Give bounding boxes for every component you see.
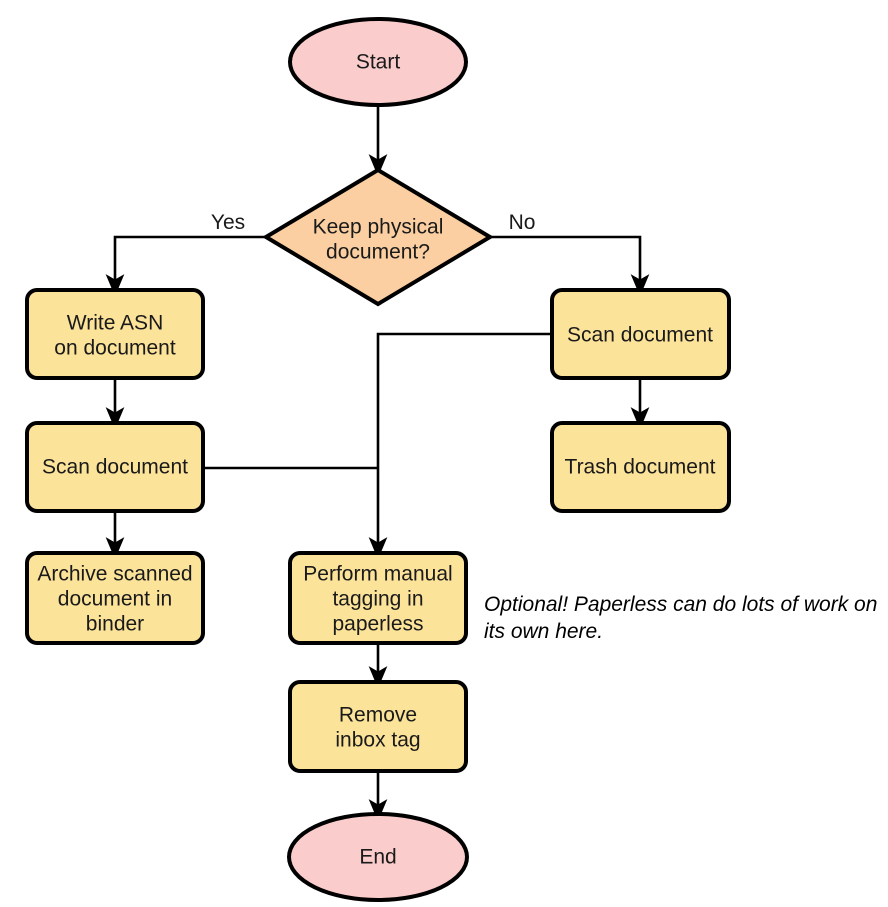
edge-decision-to-scan-document-right	[490, 235, 650, 297]
node-decision-keep-physical-document[interactable]: Keep physical document?	[262, 167, 494, 307]
annotation-optional-note: Optional! Paperless can do lots of work …	[484, 593, 877, 643]
node-scan-document-left[interactable]: Scan document	[25, 421, 205, 513]
write-asn-box[interactable]	[25, 288, 205, 380]
tagging-label-line2: tagging in	[332, 588, 423, 611]
scan-document-right-label: Scan document	[567, 324, 713, 347]
trash-document-box[interactable]	[550, 421, 731, 513]
edge-decision-to-write-asn	[105, 235, 265, 297]
edge-label-yes: Yes	[211, 211, 245, 234]
tagging-label-line3: paperless	[332, 613, 423, 636]
tagging-label-line1: Perform manual	[303, 563, 452, 586]
remove-inbox-tag-box[interactable]	[288, 680, 468, 773]
edge-label-no: No	[509, 211, 536, 234]
scan-document-left-box[interactable]	[25, 421, 205, 513]
annotation-line2: its own here.	[484, 620, 603, 643]
archive-label-line3: binder	[86, 613, 144, 636]
start-ellipse[interactable]	[288, 17, 468, 107]
write-asn-label-line1: Write ASN	[67, 312, 163, 335]
end-ellipse[interactable]	[287, 812, 469, 902]
archive-label-line1: Archive scanned	[37, 563, 192, 586]
node-remove-inbox-tag[interactable]: Remove inbox tag	[288, 680, 468, 773]
node-trash-document[interactable]: Trash document	[550, 421, 731, 513]
edge-scan-document-right-to-tagging	[368, 332, 552, 560]
decision-label-line2: document?	[326, 241, 430, 264]
archive-label-line2: document in	[58, 588, 172, 611]
node-perform-manual-tagging[interactable]: Perform manual tagging in paperless	[288, 551, 468, 645]
scan-document-left-label: Scan document	[42, 456, 188, 479]
remove-inbox-tag-label-line2: inbox tag	[335, 729, 420, 752]
decision-diamond[interactable]	[262, 167, 494, 307]
decision-label-line1: Keep physical	[313, 216, 444, 239]
node-start[interactable]: Start	[288, 17, 468, 107]
node-scan-document-right[interactable]: Scan document	[550, 288, 731, 380]
write-asn-label-line2: on document	[54, 337, 176, 360]
start-label: Start	[356, 51, 401, 74]
trash-document-label: Trash document	[565, 456, 716, 479]
scan-document-right-box[interactable]	[550, 288, 731, 380]
node-archive-scanned-document[interactable]: Archive scanned document in binder	[25, 551, 205, 645]
remove-inbox-tag-label-line1: Remove	[339, 704, 417, 727]
archive-box[interactable]	[25, 551, 205, 645]
end-label: End	[359, 846, 396, 869]
node-write-asn-on-document[interactable]: Write ASN on document	[25, 288, 205, 380]
tagging-box[interactable]	[288, 551, 468, 645]
annotation-line1: Optional! Paperless can do lots of work …	[484, 593, 877, 616]
node-end[interactable]: End	[287, 812, 469, 902]
edges-layer	[105, 100, 650, 822]
